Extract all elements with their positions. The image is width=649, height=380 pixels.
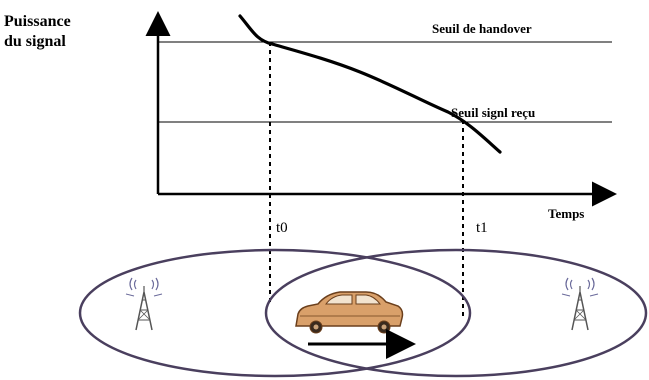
t0-label: t0 — [276, 220, 288, 236]
x-axis-label: Temps — [548, 206, 584, 221]
left-cell-ellipse — [78, 248, 472, 378]
t1-label: t1 — [476, 220, 488, 236]
right-cell-ellipse — [264, 248, 648, 378]
y-axis-label-line2: du signal — [4, 33, 66, 50]
car-icon — [295, 291, 404, 334]
antenna-tower-icon — [125, 277, 163, 331]
received-threshold-label: Seuil signl reçu — [451, 105, 535, 120]
antenna-tower-icon — [561, 277, 599, 331]
handover-threshold-label: Seuil de handover — [432, 21, 532, 36]
y-axis-label-line1: Puissance — [4, 13, 71, 30]
signal-strength-curve — [238, 14, 502, 154]
